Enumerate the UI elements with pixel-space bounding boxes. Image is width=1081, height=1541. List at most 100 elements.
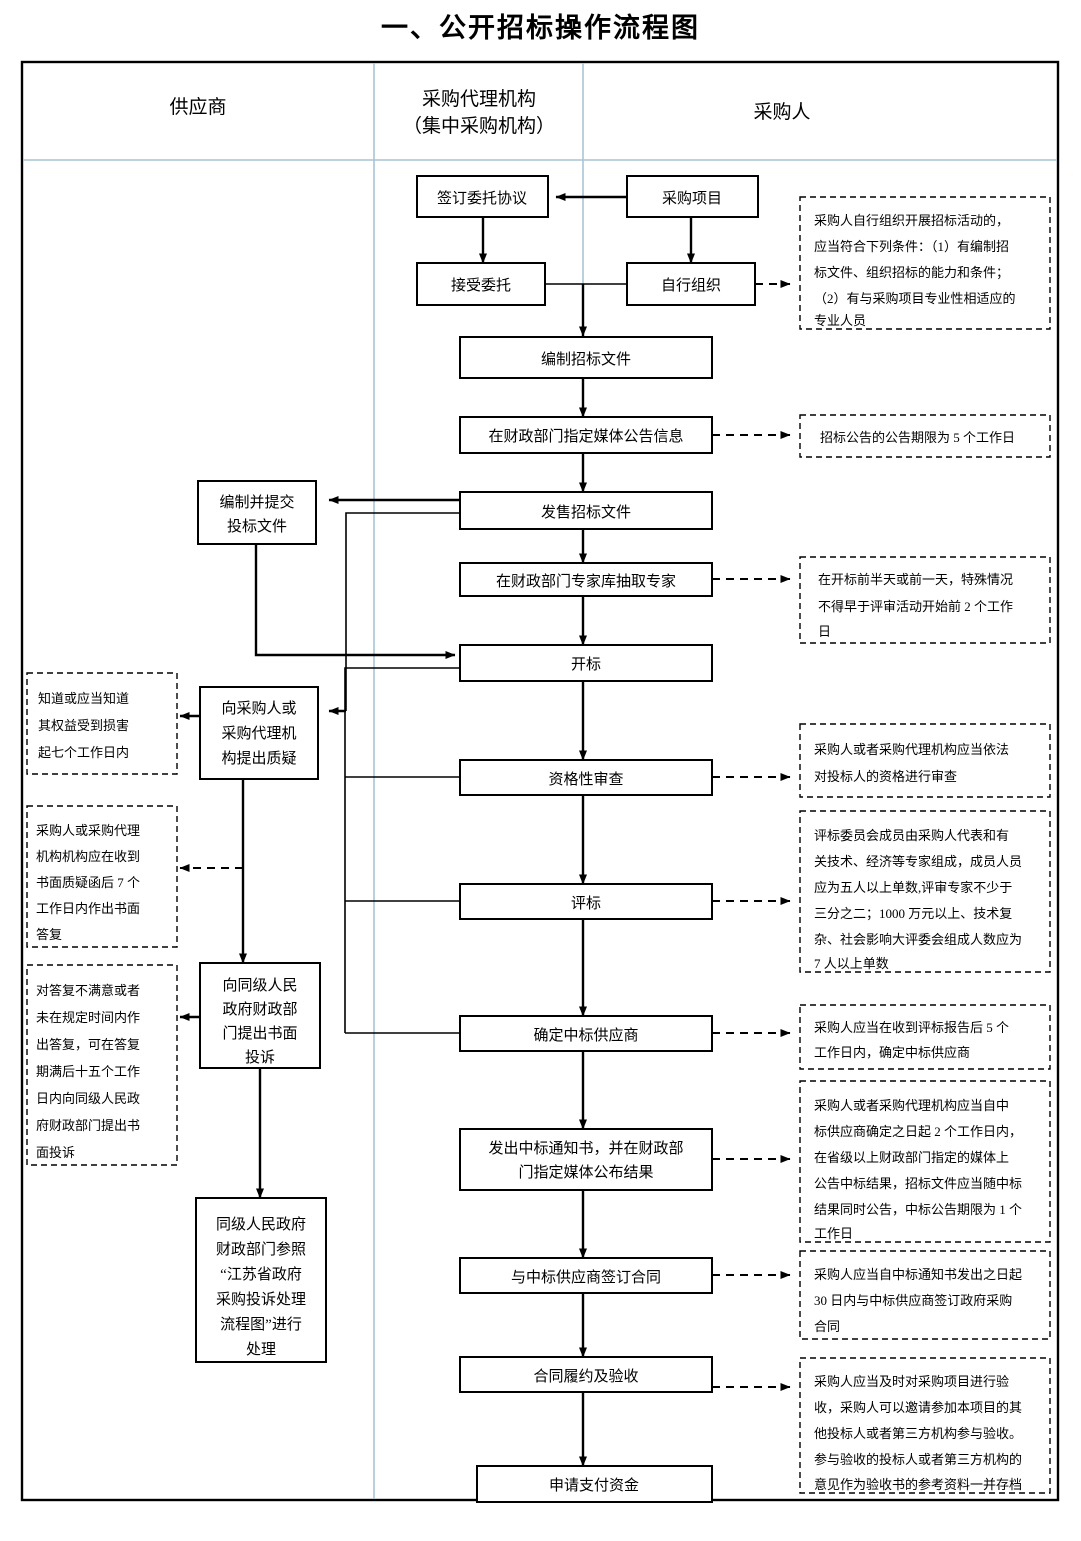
note-a8-line0: 采购人应当自中标通知书发出之日起 (814, 1267, 1022, 1282)
note-a7-line5: 工作日 (814, 1226, 853, 1241)
node-n4-line0: 自行组织 (661, 277, 721, 294)
note-a7-line0: 采购人或者采购代理机构应当自中 (814, 1098, 1009, 1113)
note-a8-line2: 合同 (814, 1319, 840, 1334)
node-n8-line1: 投标文件 (227, 518, 287, 535)
node-n15[interactable]: 确定中标供应商 (459, 1015, 713, 1052)
note-a5-line2: 应为五人以上单数,评审专家不少于 (814, 880, 1012, 895)
edge-layer (179, 193, 791, 1467)
note-a5: 评标委员会成员由采购人代表和有 关技术、经济等专家组成，成员人员 应为五人以上单… (799, 810, 1051, 973)
node-n10[interactable]: 开标 (459, 644, 713, 682)
note-b3-line5: 府财政部门提出书 (36, 1118, 140, 1133)
lane-header-purchaser: 采购人 (753, 101, 810, 123)
note-b3-line2: 出答复，可在答复 (36, 1037, 140, 1052)
note-a1-line3: （2）有与采购项目专业性相适应的 (814, 291, 1016, 306)
note-b2-line0: 采购人或采购代理 (36, 823, 140, 838)
node-n11-line2: 构提出质疑 (221, 750, 296, 767)
node-n3[interactable]: 接受委托 (416, 262, 546, 306)
node-n5-line0: 编制招标文件 (541, 351, 631, 368)
note-a5-line0: 评标委员会成员由采购人代表和有 (814, 828, 1009, 843)
note-a3-line1: 不得早于评审活动开始前 2 个工作 (818, 599, 1013, 614)
lane-header-agency-line1: 采购代理机构 (422, 88, 536, 110)
note-a4: 采购人或者采购代理机构应当依法 对投标人的资格进行审查 (799, 723, 1051, 798)
note-a7-line4: 结果同时公告，中标公告期限为 1 个 (814, 1202, 1022, 1217)
node-n13[interactable]: 评标 (459, 883, 713, 920)
note-b1-line0: 知道或应当知道 (38, 691, 129, 706)
node-n8-line0: 编制并提交 (219, 493, 294, 511)
node-n4[interactable]: 自行组织 (626, 262, 756, 306)
note-a9-line2: 他投标人或者第三方机构参与验收。 (814, 1426, 1022, 1441)
node-n14-line1: 政府财政部 (222, 1001, 297, 1018)
node-n20[interactable]: 申请支付资金 (476, 1465, 713, 1503)
node-n2[interactable]: 采购项目 (626, 175, 759, 218)
node-n12-line0: 资格性审查 (548, 771, 623, 788)
node-n7-line0: 发售招标文件 (541, 504, 631, 521)
note-a9-line0: 采购人应当及时对采购项目进行验 (814, 1374, 1009, 1389)
node-n17-line1: 财政部门参照 (216, 1241, 306, 1258)
note-a9: 采购人应当及时对采购项目进行验 收，采购人可以邀请参加本项目的其 他投标人或者第… (799, 1357, 1051, 1494)
lane-header-agency-line2: （集中采购机构） (403, 115, 555, 137)
node-n6[interactable]: 在财政部门指定媒体公告信息 (459, 416, 713, 454)
note-a8: 采购人应当自中标通知书发出之日起 30 日内与中标供应商签订政府采购 合同 (799, 1250, 1051, 1340)
node-n17-line0: 同级人民政府 (216, 1216, 306, 1233)
note-a3-line2: 日 (818, 624, 831, 639)
note-a7-line3: 公告中标结果，招标文件应当随中标 (814, 1176, 1022, 1191)
note-a7-line2: 在省级以上财政部门指定的媒体上 (814, 1150, 1009, 1165)
note-a8-line1: 30 日内与中标供应商签订政府采购 (814, 1293, 1012, 1308)
node-n18[interactable]: 与中标供应商签订合同 (459, 1257, 713, 1294)
node-n7[interactable]: 发售招标文件 (459, 491, 713, 530)
node-n14-line2: 门提出书面 (222, 1025, 297, 1042)
node-n17-line5: 处理 (246, 1341, 276, 1358)
node-n12[interactable]: 资格性审查 (459, 759, 713, 796)
node-n16-line0: 发出中标通知书，并在财政部 (488, 1140, 683, 1157)
note-b3: 对答复不满意或者 未在规定时间内作 出答复，可在答复 期满后十五个工作 日内向同… (26, 964, 178, 1166)
lane-header-supplier: 供应商 (169, 96, 226, 118)
node-n16-line1: 门指定媒体公布结果 (518, 1164, 653, 1181)
note-a7-line1: 标供应商确定之日起 2 个工作日内， (814, 1124, 1022, 1139)
note-b2-line4: 答复 (36, 927, 62, 942)
note-b3-line3: 期满后十五个工作 (36, 1064, 140, 1079)
note-b1-line1: 其权益受到损害 (38, 718, 129, 733)
node-n11[interactable]: 向采购人或 采购代理机 构提出质疑 (199, 686, 319, 780)
note-b1: 知道或应当知道 其权益受到损害 起七个工作日内 (26, 672, 178, 775)
note-b3-line4: 日内向同级人民政 (36, 1091, 140, 1106)
note-a6: 采购人应当在收到评标报告后 5 个 工作日内，确定中标供应商 (799, 1004, 1051, 1070)
node-n14-line0: 向同级人民 (222, 977, 297, 994)
note-a4-line1: 对投标人的资格进行审查 (814, 769, 957, 784)
node-n14-line3: 投诉 (245, 1049, 275, 1066)
note-a9-line4: 意见作为验收书的参考资料一并存档 (814, 1477, 1022, 1492)
note-b2-line3: 工作日内作出书面 (36, 901, 140, 916)
note-a3: 在开标前半天或前一天，特殊情况 不得早于评审活动开始前 2 个工作 日 (799, 556, 1051, 644)
node-n17[interactable]: 同级人民政府 财政部门参照 “江苏省政府 采购投诉处理 流程图”进行 处理 (195, 1197, 327, 1363)
node-n5[interactable]: 编制招标文件 (459, 336, 713, 379)
node-n1-line0: 签订委托协议 (437, 190, 527, 207)
note-a3-line0: 在开标前半天或前一天，特殊情况 (818, 572, 1013, 587)
note-a9-line3: 参与验收的投标人或者第三方机构的 (814, 1452, 1022, 1467)
note-a2-line0: 招标公告的公告期限为 5 个工作日 (820, 430, 1015, 445)
node-n14[interactable]: 向同级人民 政府财政部 门提出书面 投诉 (199, 962, 321, 1069)
node-n20-line0: 申请支付资金 (549, 1477, 639, 1494)
note-a1-line0: 采购人自行组织开展招标活动的， (814, 213, 1009, 228)
note-a4-line0: 采购人或者采购代理机构应当依法 (814, 742, 1009, 757)
note-a1-line1: 应当符合下列条件：（1）有编制招 (814, 239, 1009, 254)
node-n16[interactable]: 发出中标通知书，并在财政部 门指定媒体公布结果 (459, 1128, 713, 1191)
note-a5-line1: 关技术、经济等专家组成，成员人员 (814, 854, 1022, 869)
node-n9[interactable]: 在财政部门专家库抽取专家 (459, 562, 713, 597)
note-a7: 采购人或者采购代理机构应当自中 标供应商确定之日起 2 个工作日内， 在省级以上… (799, 1080, 1051, 1243)
note-a1: 采购人自行组织开展招标活动的， 应当符合下列条件：（1）有编制招 标文件、组织招… (799, 196, 1051, 330)
node-n15-line0: 确定中标供应商 (533, 1026, 638, 1044)
note-b2-line2: 书面质疑函后 7 个 (36, 875, 140, 890)
note-a2: 招标公告的公告期限为 5 个工作日 (799, 414, 1051, 458)
node-n19[interactable]: 合同履约及验收 (459, 1356, 713, 1393)
node-n1[interactable]: 签订委托协议 (416, 175, 549, 218)
node-n11-line0: 向采购人或 (221, 700, 296, 717)
node-n8[interactable]: 编制并提交 投标文件 (197, 480, 317, 545)
node-n18-line0: 与中标供应商签订合同 (511, 1268, 661, 1286)
note-a5-line5: 7 人以上单数 (814, 956, 889, 971)
note-a1-line2: 标文件、组织招标的能力和条件； (814, 265, 1009, 281)
note-b1-line2: 起七个工作日内 (38, 745, 129, 760)
note-b3-line6: 面投诉 (36, 1145, 75, 1160)
node-n17-line3: 采购投诉处理 (216, 1291, 306, 1308)
node-n13-line0: 评标 (571, 895, 601, 912)
note-b3-line1: 未在规定时间内作 (36, 1010, 140, 1025)
note-b2: 采购人或采购代理 机构机构应在收到 书面质疑函后 7 个 工作日内作出书面 答复 (26, 805, 178, 948)
